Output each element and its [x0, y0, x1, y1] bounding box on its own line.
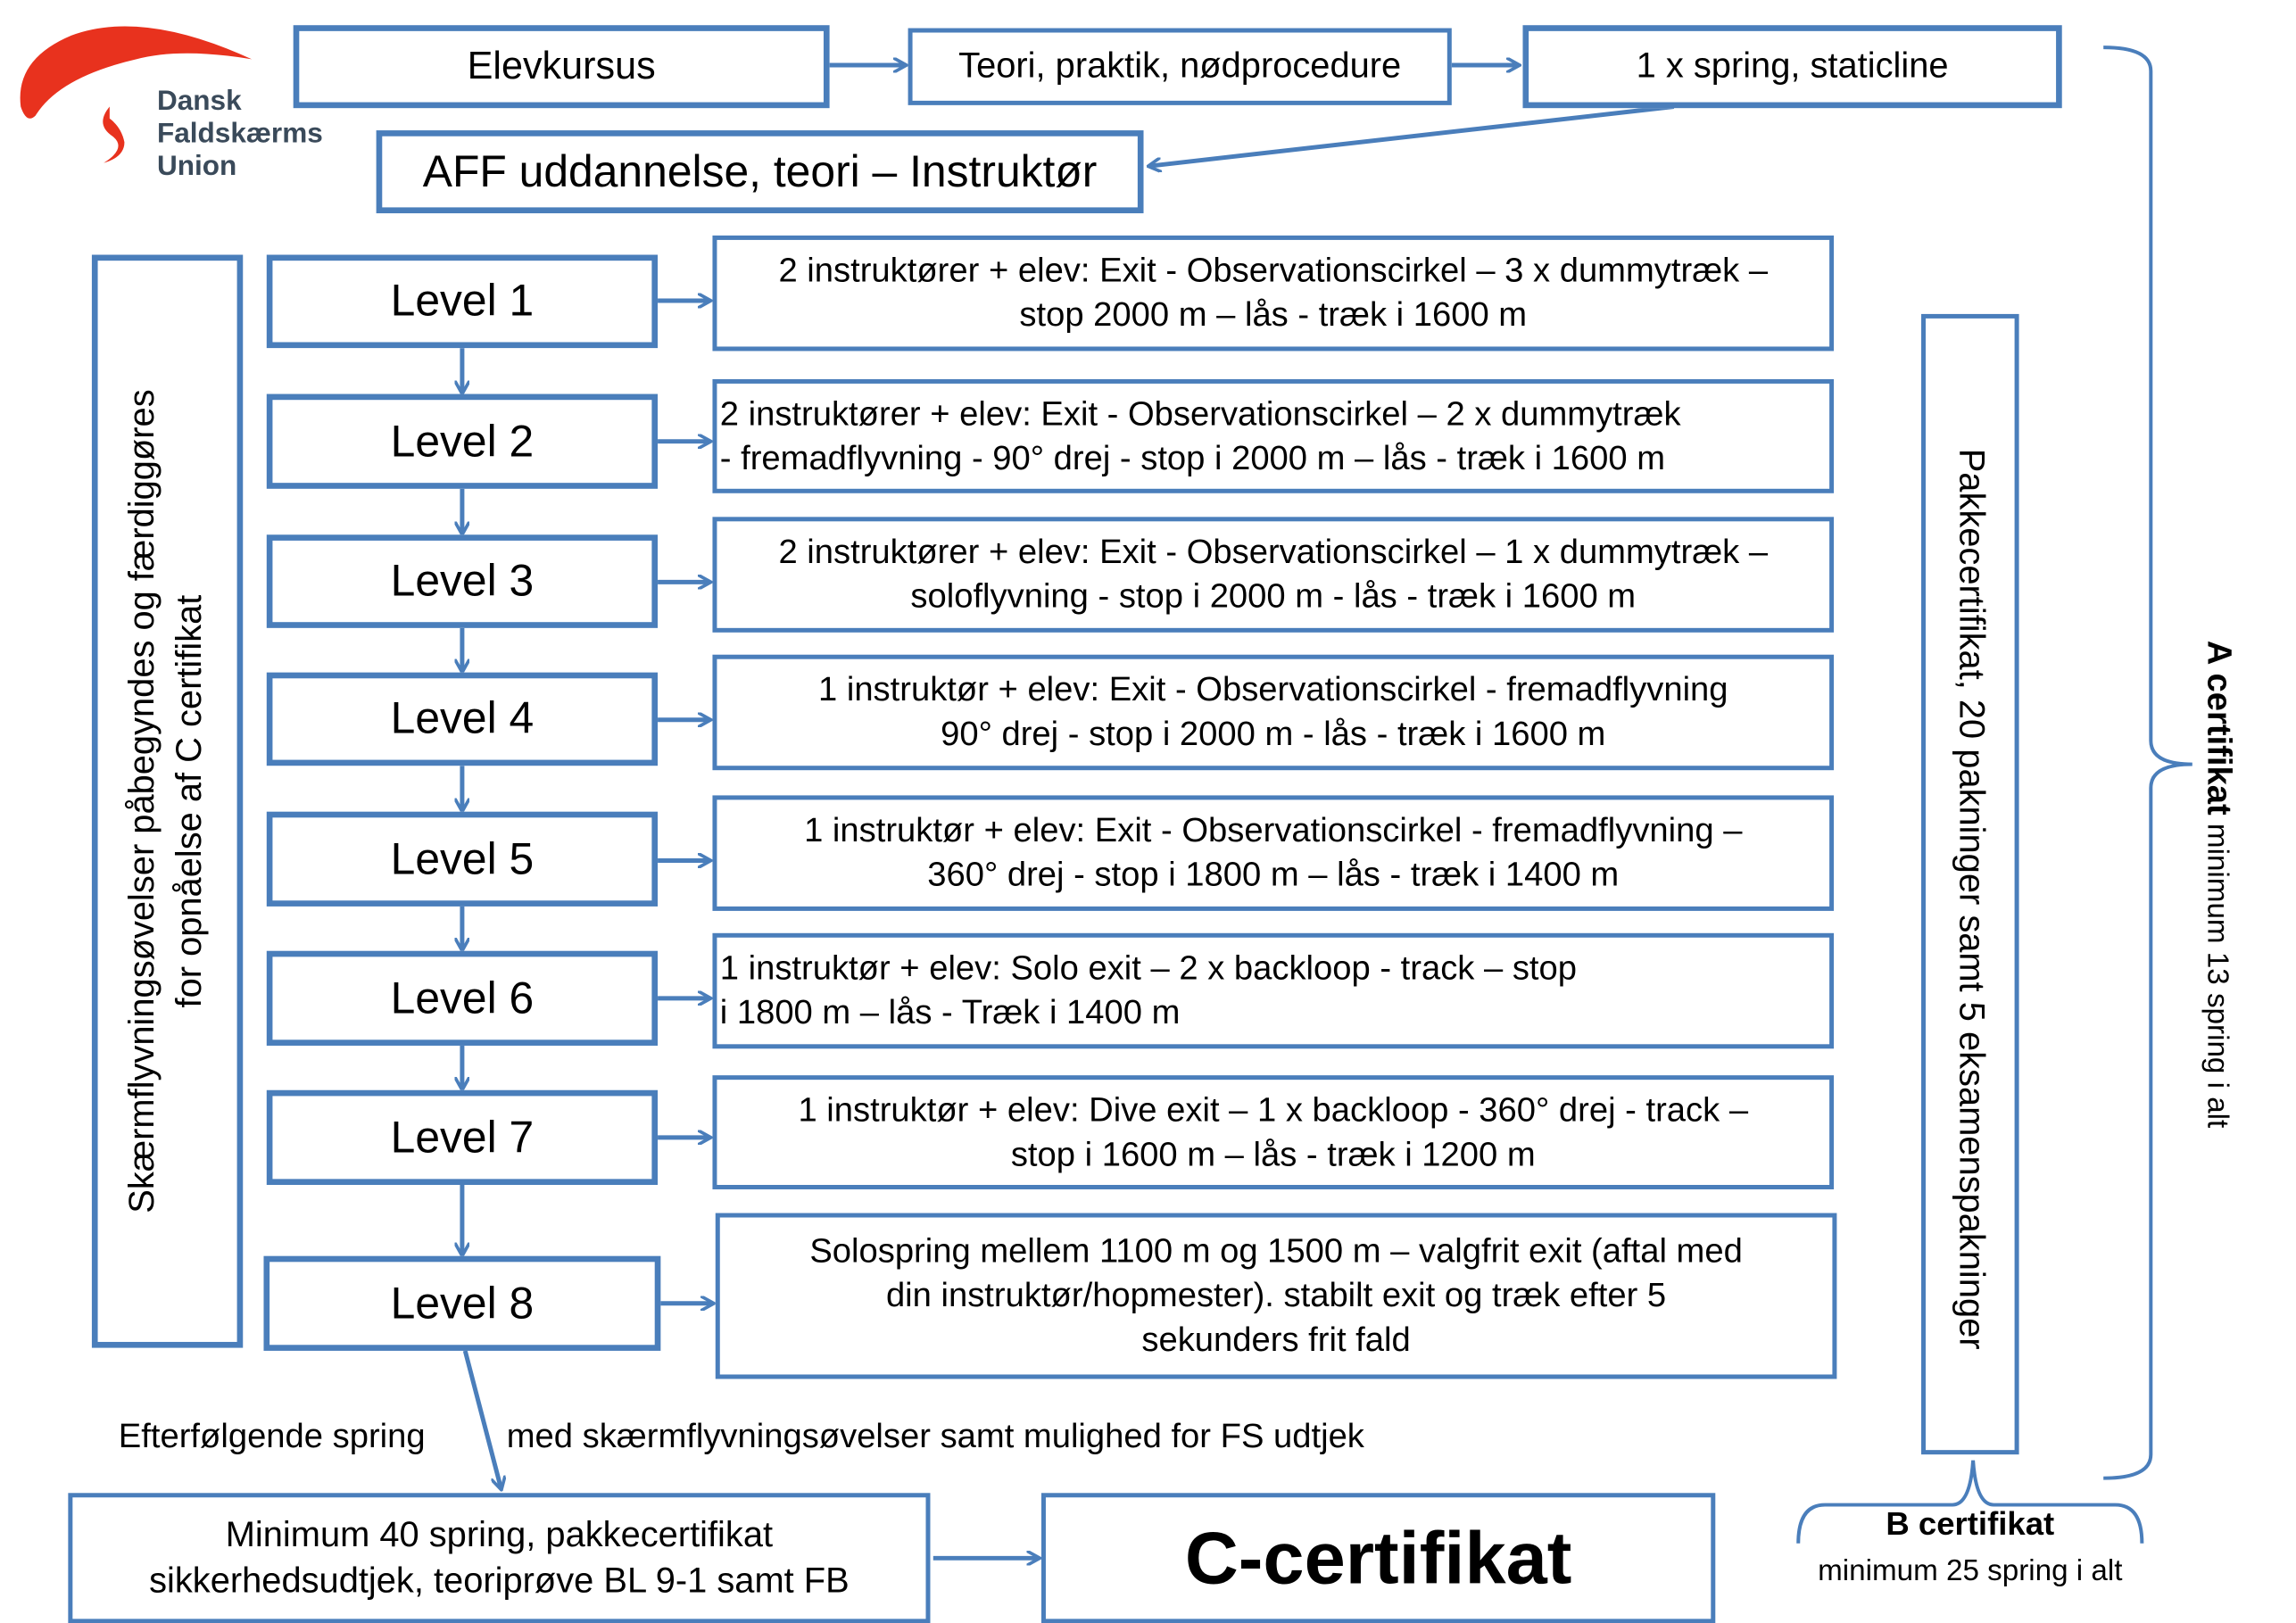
- level-1-box: Level 1: [266, 254, 659, 349]
- level-5-box: Level 5: [266, 811, 659, 907]
- level-8-desc-box: Solospring mellem 1100 m og 1500 m – val…: [715, 1213, 1837, 1379]
- level-8-label: Level 8: [390, 1279, 535, 1329]
- aff-label: AFF uddannelse, teori – Instruktør: [422, 147, 1098, 196]
- c-certifikat-label: C-certifikat: [1184, 1516, 1572, 1599]
- level-1-label: Level 1: [390, 277, 535, 327]
- c-certifikat-box: C-certifikat: [1040, 1493, 1716, 1623]
- level-3-desc: 2 instruktører + elev: Exit - Observatio…: [778, 532, 1769, 615]
- arrow-spring-aff: [1151, 104, 1675, 166]
- level-8-desc: Solospring mellem 1100 m og 1500 m – val…: [809, 1230, 1743, 1359]
- level-4-desc: 1 instruktør + elev: Exit - Observations…: [817, 669, 1728, 753]
- logo-jumper-icon: [103, 106, 125, 163]
- level-7-label: Level 7: [390, 1113, 535, 1163]
- box-spring: 1 x spring, staticline: [1522, 25, 2062, 109]
- level-2-desc: 2 instruktører + elev: Exit - Observatio…: [719, 393, 1681, 476]
- level-2-box: Level 2: [266, 393, 659, 489]
- level-5-desc: 1 instruktør + elev: Exit - Observations…: [804, 810, 1743, 893]
- pakke-box: [1921, 313, 2019, 1455]
- left-vertical-line-1: Skærmflyvningsøvelser påbegyndes og færd…: [122, 389, 162, 1213]
- level-5-label: Level 5: [390, 834, 535, 884]
- level-7-desc-box: 1 instruktør + elev: Dive exit – 1 x bac…: [712, 1075, 1835, 1189]
- level-6-label: Level 6: [390, 973, 535, 1023]
- after-text-left: Efterfølgende spring: [118, 1415, 426, 1455]
- level-1-desc: 2 instruktører + elev: Exit - Observatio…: [778, 250, 1769, 334]
- after-text-right: med skærmflyvningsøvelser samt mulighed …: [506, 1415, 1364, 1455]
- arrow-l8-minimum: [462, 1350, 501, 1487]
- logo-line-1: Dansk: [156, 86, 242, 118]
- level-8-box: Level 8: [263, 1255, 661, 1351]
- elevkursus-label: Elevkursus: [467, 43, 656, 88]
- logo-canopy-icon: [20, 26, 253, 119]
- a-certifikat-text: A certifikat minimum 13 spring i alt: [2196, 641, 2242, 1129]
- level-4-box: Level 4: [266, 672, 659, 766]
- level-7-desc: 1 instruktør + elev: Dive exit – 1 x bac…: [798, 1089, 1749, 1172]
- a-cert-brace: [2103, 46, 2192, 1480]
- pakke-text: Pakkecertifikat, 20 pakninger samt 5 eks…: [1951, 448, 1992, 1350]
- box-elevkursus: Elevkursus: [293, 25, 830, 109]
- minimum-box: Minimum 40 spring, pakkecertifikat sikke…: [68, 1493, 931, 1623]
- level-6-box: Level 6: [266, 950, 659, 1046]
- a-certifikat-rest: minimum 13 spring i alt: [2200, 815, 2234, 1129]
- logo-line-3: Union: [156, 150, 237, 182]
- level-6-desc: 1 instruktør + elev: Solo exit – 2 x bac…: [719, 948, 1578, 1031]
- level-6-desc-box: 1 instruktør + elev: Solo exit – 2 x bac…: [712, 932, 1835, 1049]
- level-5-desc-box: 1 instruktør + elev: Exit - Observations…: [712, 795, 1835, 911]
- logo-mark: [20, 26, 253, 163]
- b-certifikat-sub: minimum 25 spring i alt: [1818, 1555, 2123, 1588]
- spring-label: 1 x spring, staticline: [1636, 46, 1949, 87]
- level-2-desc-box: 2 instruktører + elev: Exit - Observatio…: [712, 378, 1835, 493]
- level-3-desc-box: 2 instruktører + elev: Exit - Observatio…: [712, 517, 1835, 633]
- b-certifikat-title: B certifikat: [1886, 1504, 2055, 1543]
- box-aff: AFF uddannelse, teori – Instruktør: [376, 130, 1144, 214]
- box-teori: Teori, praktik, nødprocedure: [908, 28, 1452, 105]
- teori-label: Teori, praktik, nødprocedure: [958, 46, 1402, 87]
- logo-line-2: Faldskærms: [156, 118, 323, 150]
- b-cert-brace: [1796, 1460, 2144, 1544]
- logo-text: Dansk Faldskærms Union: [157, 86, 323, 183]
- left-vertical-box: [91, 254, 244, 1348]
- left-vertical-line-2: for opnåelse af C certifikat: [170, 594, 211, 1008]
- level-3-label: Level 3: [390, 557, 535, 606]
- level-4-label: Level 4: [390, 694, 535, 744]
- level-2-label: Level 2: [390, 417, 535, 467]
- minimum-text: Minimum 40 spring, pakkecertifikat sikke…: [149, 1514, 850, 1602]
- left-vertical-text: Skærmflyvningsøvelser påbegyndes og færd…: [120, 389, 216, 1213]
- level-3-box: Level 3: [266, 534, 659, 628]
- level-7-box: Level 7: [266, 1089, 659, 1185]
- a-certifikat-bold: A certifikat: [2200, 640, 2240, 816]
- level-4-desc-box: 1 instruktør + elev: Exit - Observations…: [712, 654, 1835, 771]
- level-1-desc-box: 2 instruktører + elev: Exit - Observatio…: [712, 235, 1835, 352]
